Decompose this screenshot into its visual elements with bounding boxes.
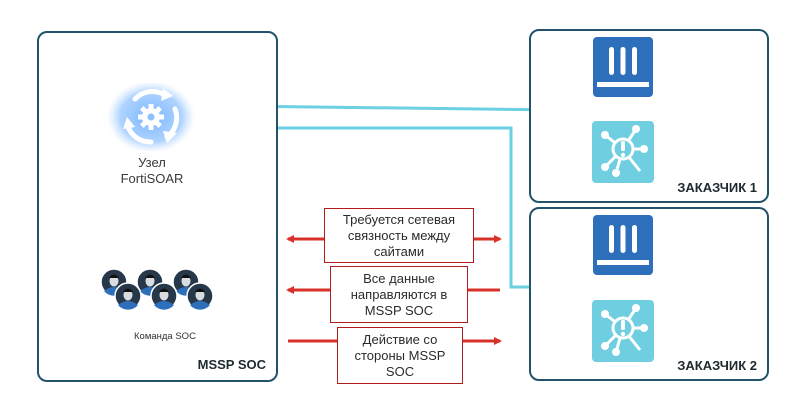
note-network-connectivity: Требуется сетевая связность между сайтам… <box>324 208 474 263</box>
fortisoar-node-label-line1: Узел <box>138 155 166 170</box>
siem-alert-icon <box>592 300 654 362</box>
note-1-line2: связность между <box>347 227 451 243</box>
user-group-icon <box>100 268 220 318</box>
note-1-line1: Требуется сетевая <box>342 211 456 227</box>
firewall-icon <box>593 215 653 275</box>
fortisoar-node-label-line2: FortiSOAR <box>120 171 184 186</box>
note-2-line3: MSSP SOC <box>364 302 434 318</box>
note-3-line2: стороны MSSP <box>354 347 446 363</box>
customer-2-title: ЗАКАЗЧИК 2 <box>677 358 757 373</box>
note-1-line3: сайтами <box>373 243 425 259</box>
soc-team-label: Команда SOC <box>134 331 196 342</box>
note-3-line1: Действие со <box>362 331 438 347</box>
note-mssp-action: Действие со стороны MSSP SOC <box>337 327 463 384</box>
note-data-to-mssp: Все данные направляются в MSSP SOC <box>330 266 468 323</box>
siem-alert-icon <box>592 121 654 183</box>
team-member-avatar <box>150 282 178 310</box>
note-2-line2: направляются в <box>350 286 448 302</box>
cycle-gear-icon <box>105 81 197 153</box>
team-member-avatar <box>186 282 214 310</box>
customer-1-title: ЗАКАЗЧИК 1 <box>677 180 757 195</box>
fortisoar-node-label: Узел FortiSOAR <box>100 155 204 187</box>
firewall-icon <box>593 37 653 97</box>
mssp-soc-title: MSSP SOC <box>197 357 266 372</box>
note-2-line1: Все данные <box>363 270 435 286</box>
note-3-line3: SOC <box>385 363 415 379</box>
link-to-customer-1 <box>228 104 566 112</box>
team-member-avatar <box>114 282 142 310</box>
